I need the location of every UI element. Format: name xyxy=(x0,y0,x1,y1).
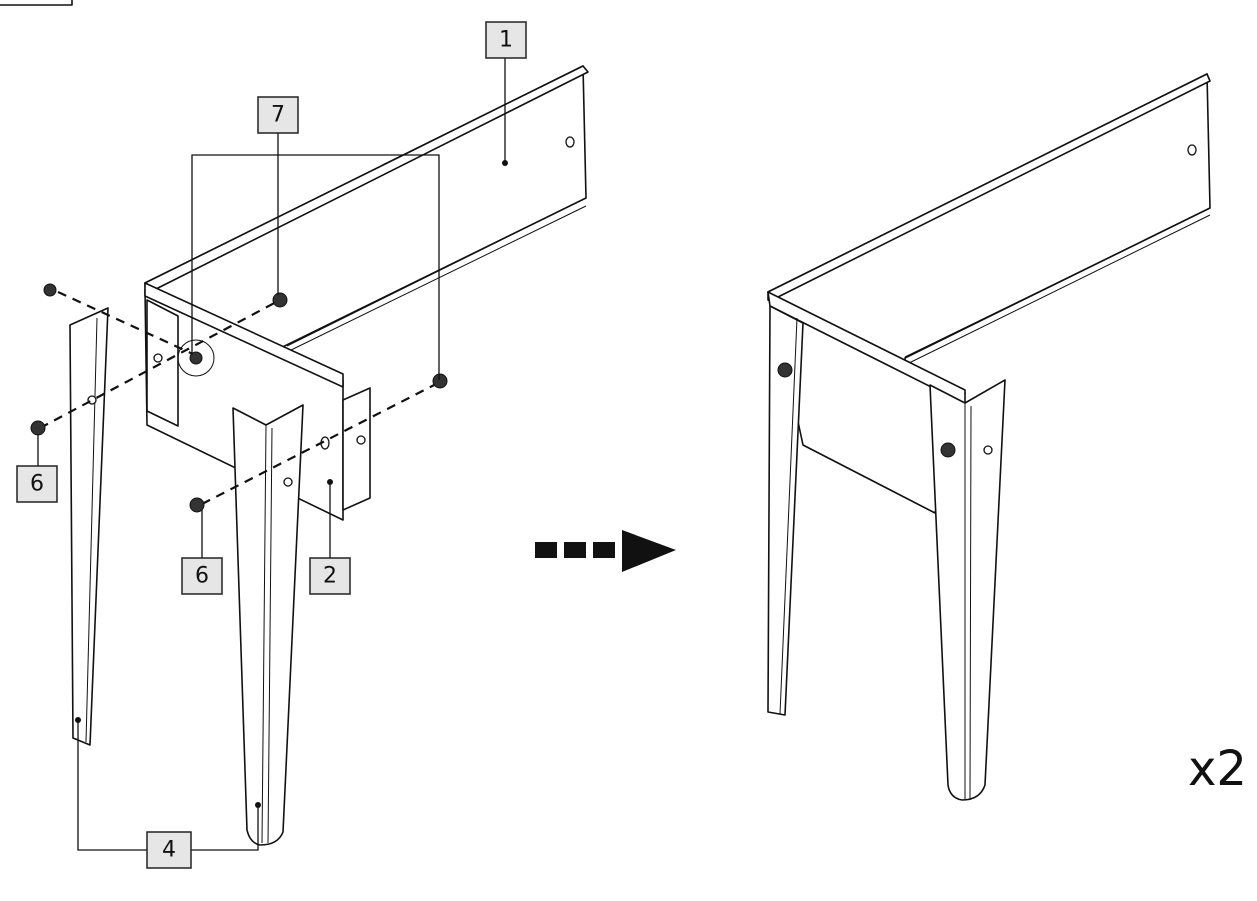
assembled-view xyxy=(767,73,1211,801)
long-rail-part xyxy=(144,65,589,413)
callout-part-4: 4 xyxy=(146,831,192,869)
dashed-right-arrow-icon xyxy=(535,530,676,572)
assembled-long-rail xyxy=(767,73,1211,369)
callout-leaders xyxy=(37,58,508,851)
callout-part-6-left-text: 6 xyxy=(30,472,44,497)
callout-part-2-text: 2 xyxy=(323,564,337,589)
quantity-multiplier: x2 xyxy=(1188,741,1247,797)
callout-part-6-right: 6 xyxy=(181,557,223,595)
right-leg-part xyxy=(232,404,304,846)
screw-icon xyxy=(30,283,448,513)
callout-part-1-text: 1 xyxy=(499,28,513,53)
callout-part-1: 1 xyxy=(485,21,527,59)
assembled-right-leg xyxy=(929,379,1006,801)
callout-part-2: 2 xyxy=(309,557,351,595)
left-leg-part xyxy=(69,307,109,746)
callout-part-4-text: 4 xyxy=(162,838,176,863)
corner-bracket-part xyxy=(146,299,371,511)
frame-corner-fragment xyxy=(0,0,73,6)
callout-part-6-left: 6 xyxy=(16,465,58,503)
exploded-view: 1 7 6 6 2 4 xyxy=(16,21,589,869)
callout-part-6-right-text: 6 xyxy=(195,564,209,589)
assembled-left-leg xyxy=(767,305,804,716)
callout-part-7: 7 xyxy=(257,96,299,134)
callout-part-7-text: 7 xyxy=(271,103,285,128)
assembly-path-lines xyxy=(39,291,441,505)
